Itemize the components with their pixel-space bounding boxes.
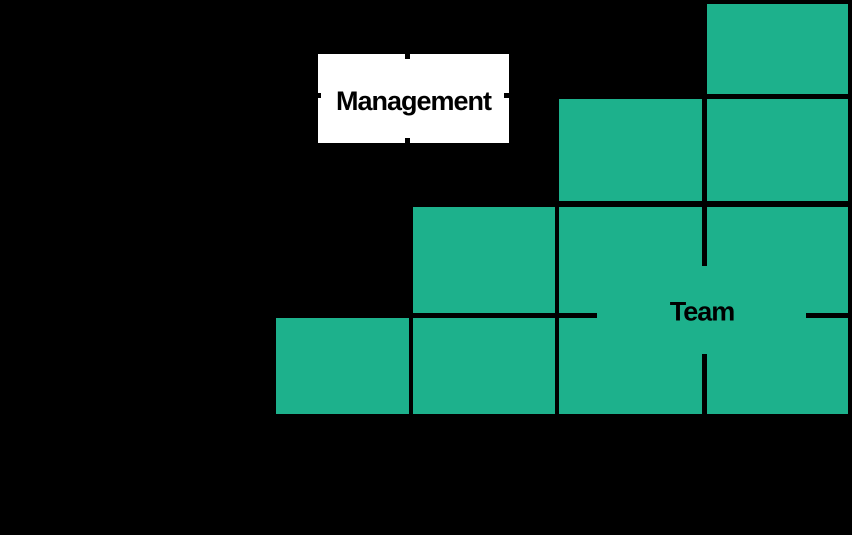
step-cell — [276, 318, 409, 414]
management-tick-top — [405, 53, 410, 59]
management-label: Management — [335, 85, 492, 116]
step-cell — [413, 207, 555, 313]
management-annotation-box: Management — [318, 54, 509, 143]
team-vline-top-segment — [702, 207, 707, 266]
step-cell — [413, 318, 555, 414]
team-hline-right-segment — [806, 313, 848, 318]
team-hline-left-segment — [559, 313, 597, 318]
management-tick-right — [504, 93, 511, 98]
team-vline-bottom-segment — [702, 354, 707, 414]
management-tick-left — [314, 93, 321, 98]
step-cell — [707, 4, 848, 94]
management-tick-bottom — [405, 138, 410, 144]
step-cell — [559, 99, 702, 201]
step-cell — [707, 99, 848, 201]
team-label: Team — [669, 296, 736, 327]
